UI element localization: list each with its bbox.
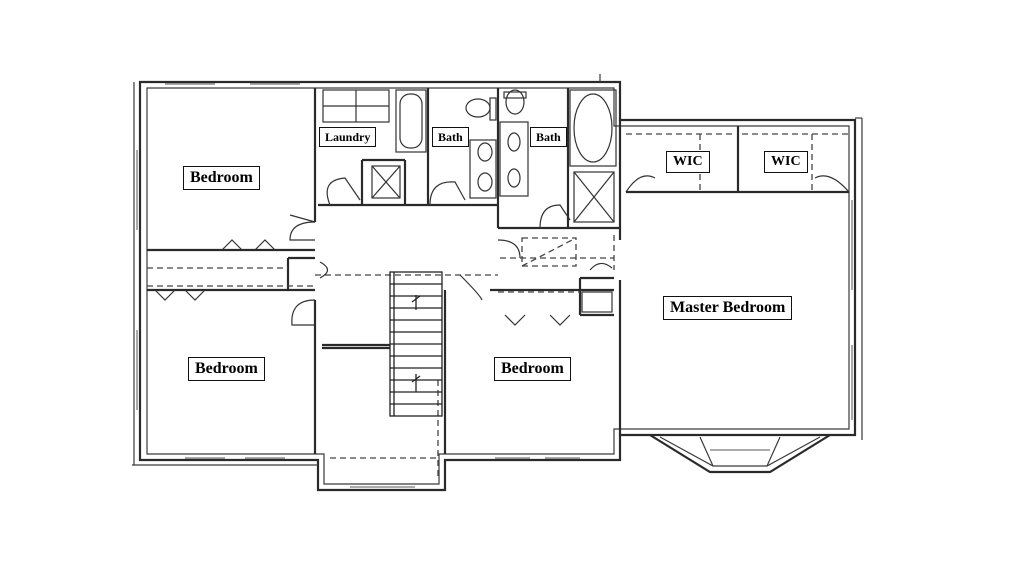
label-bath-1: Bath	[432, 127, 469, 147]
label-master-bedroom: Master Bedroom	[663, 296, 793, 320]
interior-walls	[147, 88, 849, 454]
bay-window	[649, 434, 831, 474]
label-wic-1: WIC	[666, 151, 710, 173]
windows	[136, 83, 853, 488]
label-wic-2: WIC	[764, 151, 808, 173]
label-bedroom-bottom-left: Bedroom	[188, 357, 265, 381]
fixtures	[322, 89, 617, 313]
label-laundry: Laundry	[319, 127, 377, 147]
doors	[154, 175, 850, 326]
staircase	[389, 271, 443, 417]
label-bedroom-top-left: Bedroom	[183, 166, 260, 190]
dashed-lines	[147, 133, 849, 480]
label-bath-2: Bath	[530, 127, 567, 147]
label-bedroom-center: Bedroom	[494, 357, 571, 381]
